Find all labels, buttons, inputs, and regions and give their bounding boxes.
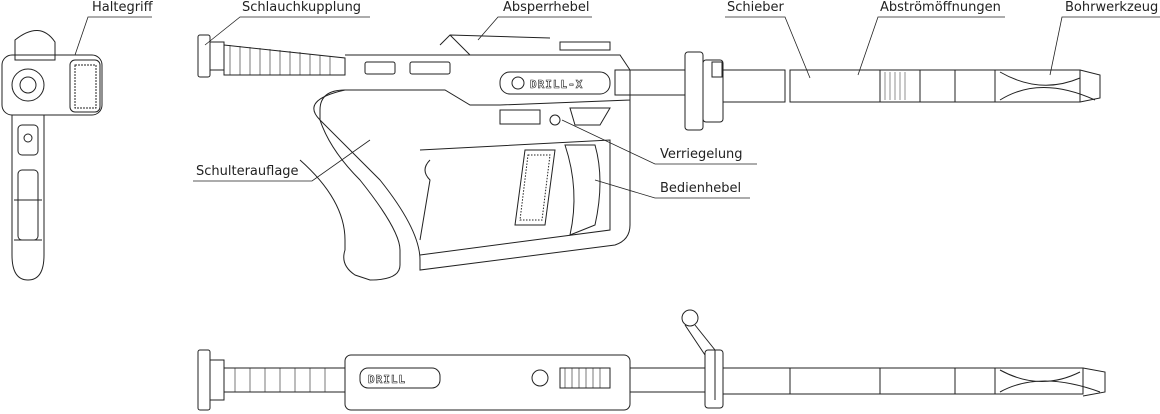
logo-drill-bottom: DRILL — [368, 373, 406, 386]
label-bedienhebel: Bedienhebel — [660, 181, 742, 196]
front-view — [1, 30, 103, 281]
label-haltegriff: Haltegriff — [92, 0, 153, 15]
label-schlauchkupplung: Schlauchkupplung — [242, 0, 362, 15]
label-abstroemoeffnungen: Abströmöffnungen — [880, 0, 1001, 15]
leader-lines — [74, 16, 1160, 199]
label-bohrwerkzeug: Bohrwerkzeug — [1065, 0, 1159, 15]
side-view: DRILL-X — [197, 34, 1101, 281]
label-schulterauflage: Schulterauflage — [196, 164, 299, 179]
bottom-view: DRILL — [197, 309, 1106, 411]
label-verriegelung: Verriegelung — [660, 147, 743, 162]
logo-drill-x: DRILL-X — [530, 78, 583, 91]
label-absperrhebel: Absperrhebel — [503, 0, 590, 15]
label-schieber: Schieber — [727, 0, 784, 15]
